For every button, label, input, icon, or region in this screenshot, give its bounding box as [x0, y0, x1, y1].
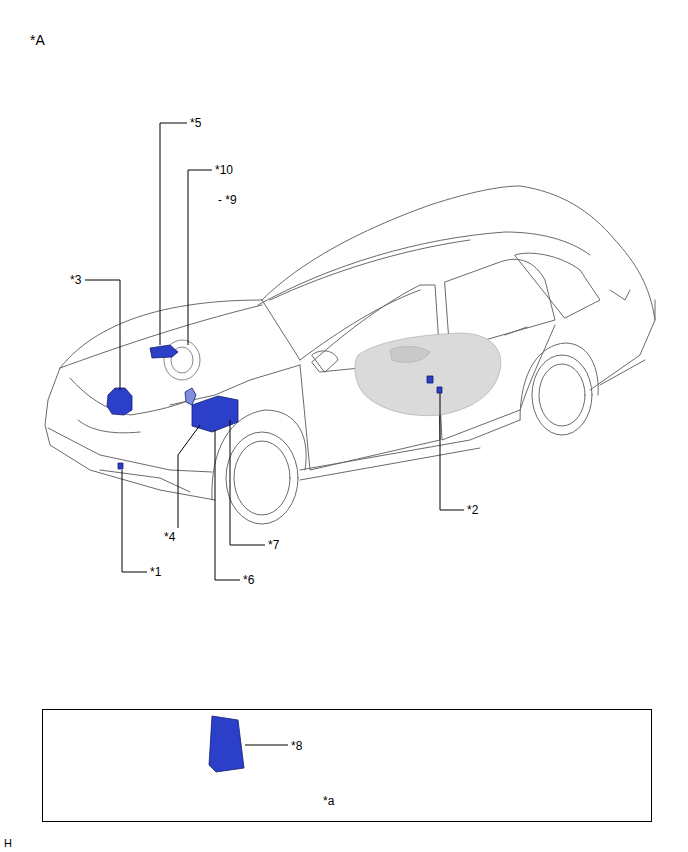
callout-number: H [4, 836, 12, 850]
callout-number: *6 [243, 573, 254, 587]
callout-number: *3 [70, 273, 81, 287]
inset-caption: *a [323, 794, 334, 808]
callout-number: *7 [268, 538, 279, 552]
callout-number: *8 [291, 739, 302, 753]
callout-number: *4 [164, 530, 175, 544]
inset-frame: *8 *a [42, 709, 652, 822]
callout-number: *2 [467, 503, 478, 517]
callout-number: *5 [190, 116, 201, 130]
callout-number: - *9 [218, 193, 237, 207]
callout-number: *A [30, 33, 45, 47]
callout-number: *1 [150, 565, 161, 579]
callout-number: *10 [215, 163, 233, 177]
